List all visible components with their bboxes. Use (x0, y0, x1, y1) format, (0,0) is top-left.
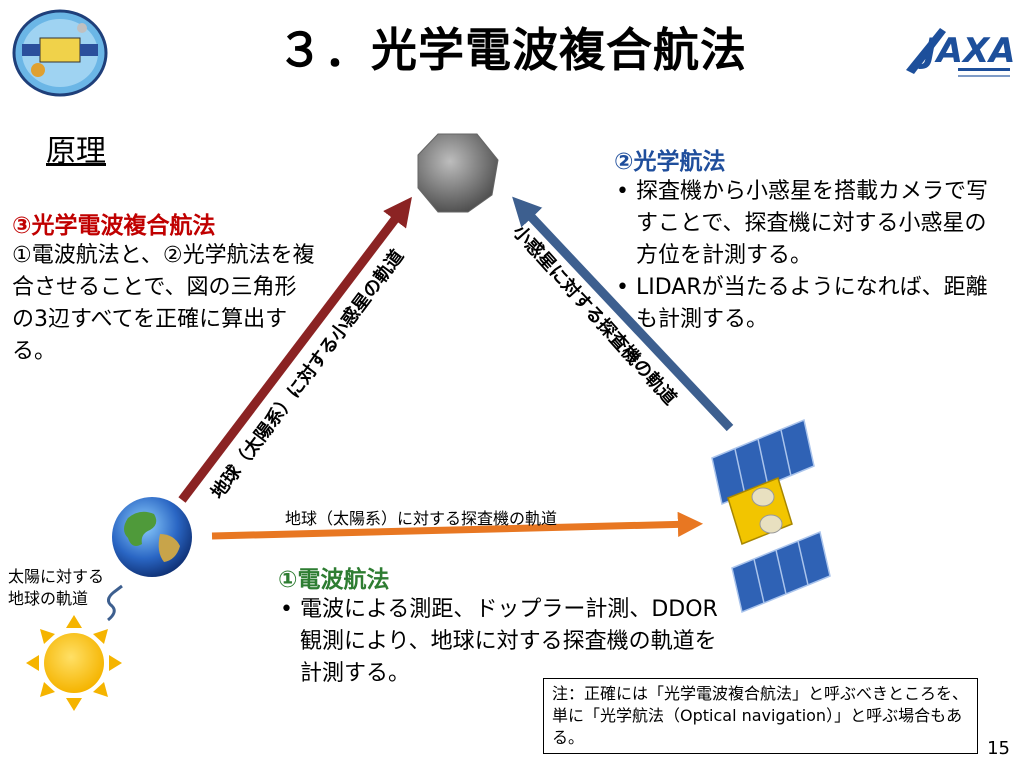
optical-nav-bullet: 探査機から小惑星を搭載カメラで写すことで、探査機に対する小惑星の方位を計測する。 (614, 176, 1002, 272)
note-box: 注：正確には「光学電波複合航法」と呼ぶべきところを、単に「光学航法（Optica… (543, 678, 978, 754)
sun-icon (26, 615, 122, 711)
optical-nav-heading: ②光学航法 (614, 149, 726, 175)
radio-nav-heading: ①電波航法 (278, 567, 390, 593)
principle-heading: 原理 (46, 134, 106, 169)
radio-nav-block: ①電波航法 電波による測距、ドップラー計測、DDOR観測により、地球に対する探査… (278, 560, 718, 690)
combined-nav-block: ③光学電波複合航法 ①電波航法と、②光学航法を複合させることで、図の三角形の3辺… (12, 206, 317, 368)
combined-nav-body: ①電波航法と、②光学航法を複合させることで、図の三角形の3辺すべてを正確に算出す… (12, 243, 315, 364)
spacecraft-icon (711, 418, 831, 614)
mission-patch-logo (12, 9, 108, 97)
jaxa-logo: JAXA (906, 28, 1016, 77)
arrow-earth-to-probe (211, 511, 704, 540)
optical-nav-block: ②光学航法 探査機から小惑星を搭載カメラで写すことで、探査機に対する小惑星の方位… (614, 142, 1002, 336)
asteroid-icon (417, 133, 499, 213)
arrow-earth-to-asteroid (178, 196, 412, 503)
label-earth-probe-orbit: 地球（太陽系）に対する探査機の軌道 (285, 509, 557, 528)
page-number: 15 (987, 738, 1010, 759)
page-title: ３．光学電波複合航法 (277, 23, 747, 77)
combined-nav-heading: ③光学電波複合航法 (12, 213, 216, 239)
sun-orbit-label: 太陽に対する 地球の軌道 (8, 567, 105, 608)
radio-nav-bullet: 電波による測距、ドップラー計測、DDOR観測により、地球に対する探査機の軌道を計… (278, 594, 718, 690)
squiggle-arrow-icon (107, 584, 123, 622)
optical-nav-bullet: LIDARが当たるようになれば、距離も計測する。 (614, 272, 1002, 336)
jaxa-logo-text: JAXA (918, 31, 1016, 71)
earth-icon (112, 497, 192, 577)
